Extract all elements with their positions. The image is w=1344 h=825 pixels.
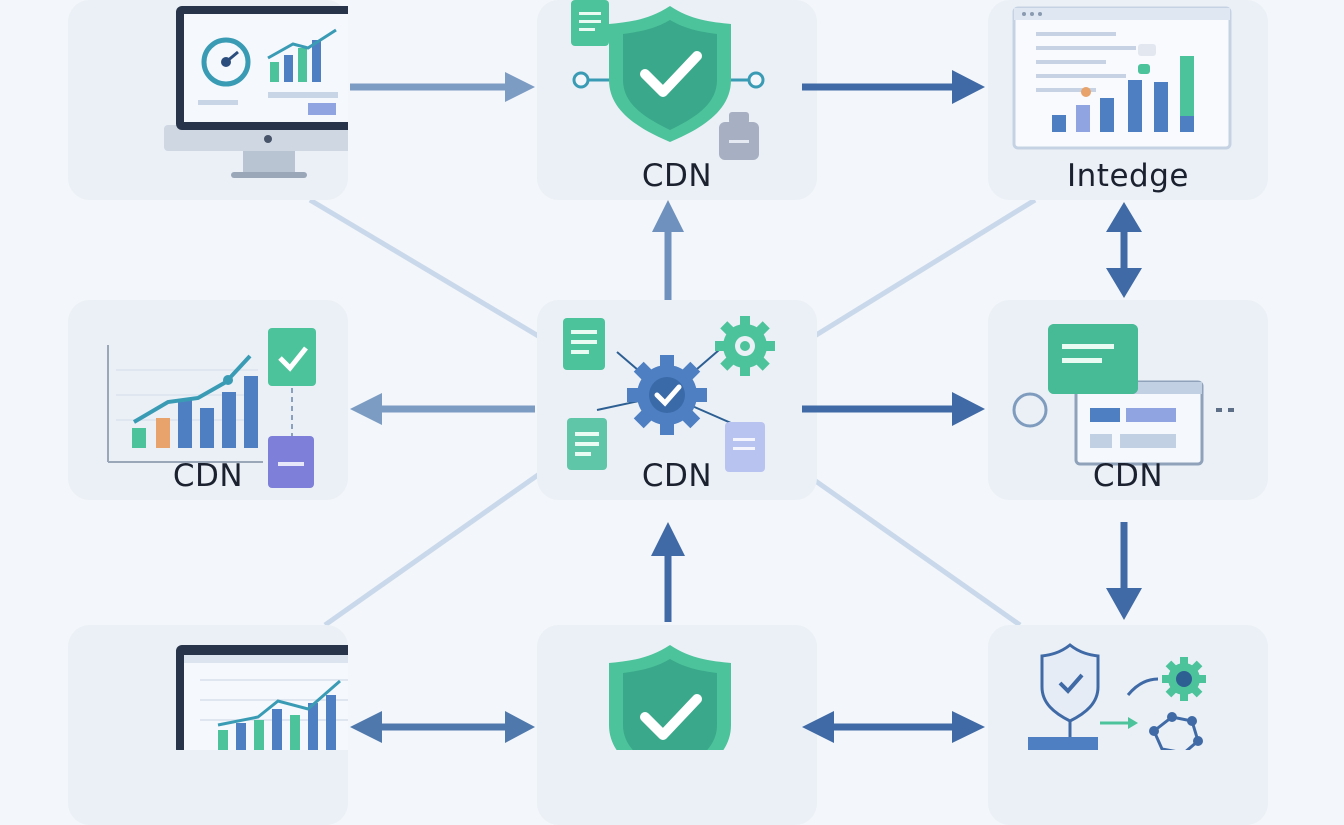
arrow-midcenter-to-midleft	[350, 393, 535, 425]
node-label-top-right: Intedge	[1067, 158, 1189, 194]
node-card-mid-left: CDN	[68, 300, 348, 500]
connector-line-top-right	[798, 197, 1037, 348]
arrow-midcenter-to-topcenter	[652, 200, 684, 300]
connector-line-bottom-right	[798, 467, 1022, 628]
analytics-dashboard-icon	[1012, 6, 1232, 150]
arrow-topcenter-to-topright	[802, 70, 985, 104]
connector-line-bottom-left	[323, 467, 547, 628]
arrow-topright-midright-bidirectional	[1106, 202, 1142, 298]
node-card-top-left	[68, 0, 348, 200]
growth-chart-icon	[107, 328, 316, 488]
node-card-mid-right: CDN	[988, 300, 1268, 500]
node-card-top-center: CDN	[537, 0, 817, 200]
cdn-flow-diagram: CDN Intedge	[68, 0, 1268, 750]
arrow-midcenter-to-midright	[802, 392, 985, 426]
node-label-top-center: CDN	[641, 158, 713, 194]
shield-check-icon	[571, 0, 765, 160]
browser-windows-icon	[1012, 324, 1234, 466]
monitor-dashboard-icon	[164, 6, 348, 178]
connector-line-top-left	[308, 197, 547, 343]
arrow-midright-to-bottomright	[1106, 522, 1142, 620]
arrow-bottomleft-bottomcenter-bidirectional	[350, 711, 535, 743]
gear-network-icon	[563, 316, 775, 472]
arrow-bottomcenter-bottomright-bidirectional	[802, 711, 985, 743]
arrow-bottomcenter-to-midcenter	[651, 522, 685, 622]
arrow-topleft-to-topcenter	[350, 72, 535, 102]
security-workflow-icon	[1028, 643, 1206, 750]
node-label-mid-right: CDN	[1092, 458, 1164, 494]
node-card-top-right: Intedge	[988, 0, 1268, 200]
node-label-mid-center: CDN	[641, 458, 713, 494]
connector-lines	[308, 197, 1037, 628]
monitor-chart-icon	[176, 645, 348, 750]
node-label-mid-left: CDN	[172, 458, 244, 494]
flow-arrows	[350, 70, 1142, 743]
node-card-mid-center: CDN	[537, 300, 817, 500]
shield-check-icon	[609, 645, 731, 750]
